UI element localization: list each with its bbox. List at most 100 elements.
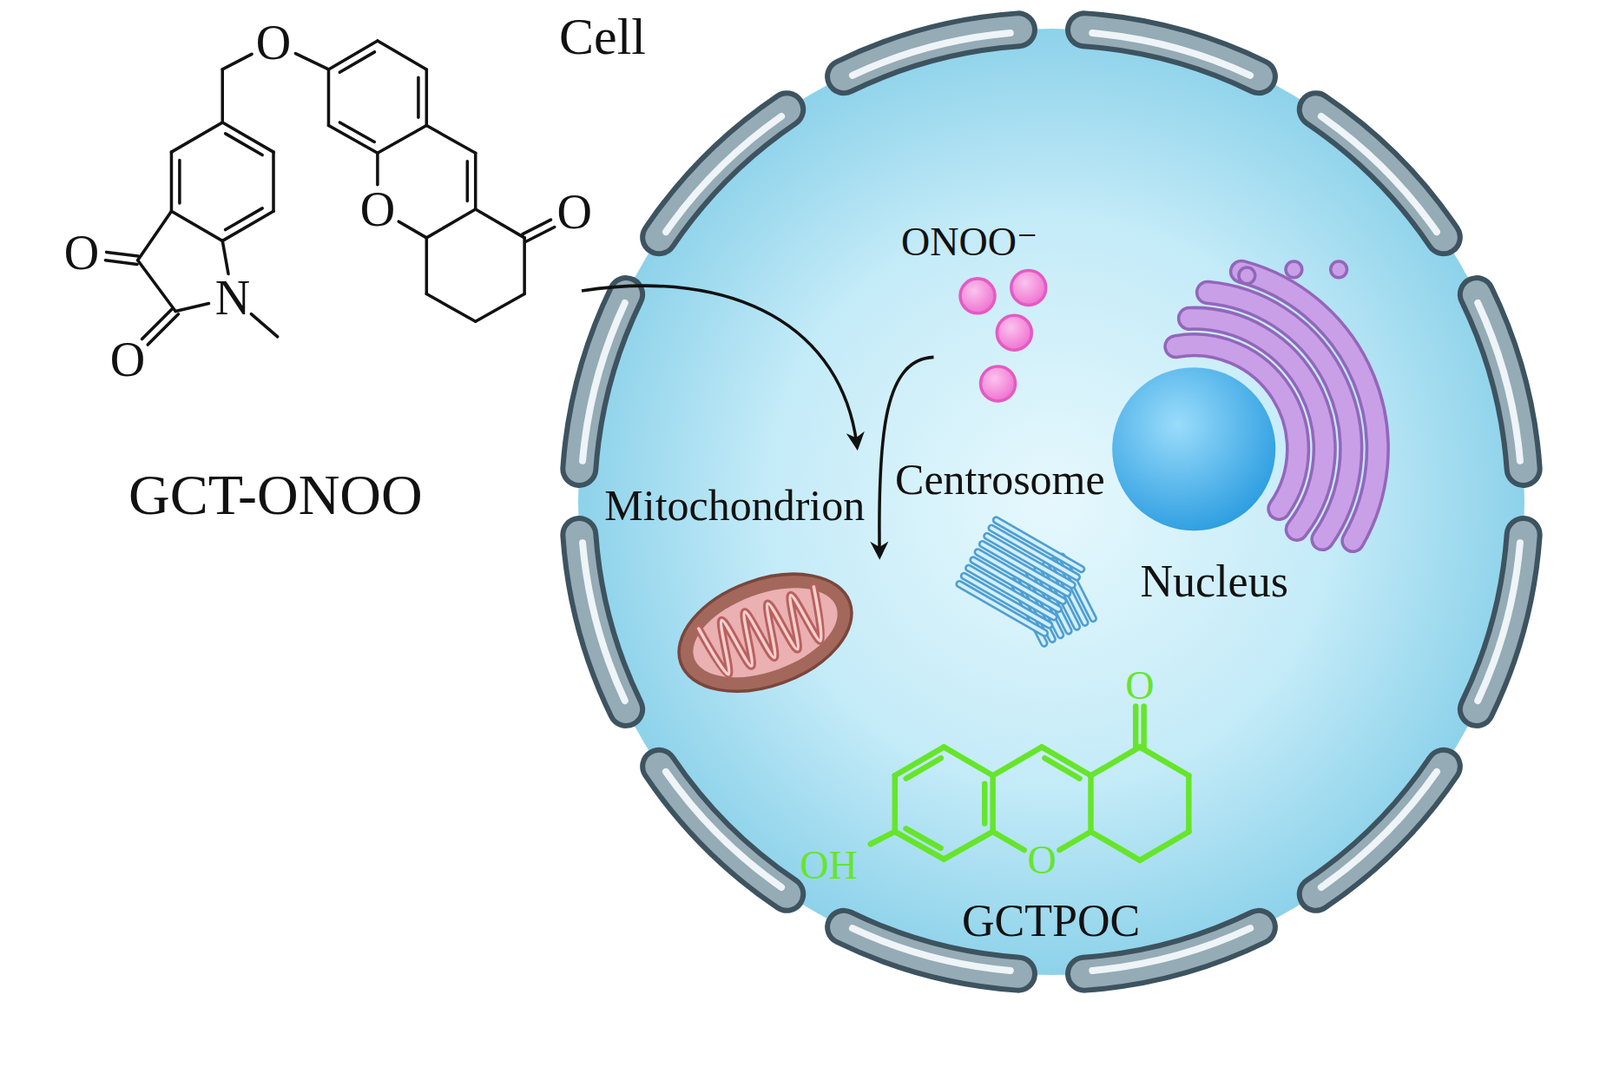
atom-label: N [215, 273, 251, 323]
bond [375, 152, 380, 185]
cell-label: Cell [559, 9, 646, 65]
membrane-segment [1316, 109, 1444, 238]
bond [466, 161, 470, 202]
peroxynitrite-dot [981, 366, 1016, 402]
analyte-label: ONOO⁻ [901, 222, 1038, 263]
atom-label: O [557, 187, 593, 237]
atom-label: O [256, 18, 291, 67]
membrane-segment-shine [665, 771, 782, 888]
bond [522, 237, 527, 295]
bond [271, 151, 276, 211]
organelle-label-box: Centrosome [895, 456, 1106, 503]
cristae [698, 586, 832, 679]
membrane-segment-shine [1477, 302, 1521, 461]
membrane-segment-body [579, 534, 626, 710]
membrane-segment [1084, 29, 1259, 77]
bond [475, 294, 525, 323]
bond [170, 151, 174, 211]
bond [1185, 775, 1192, 832]
bond [981, 783, 988, 824]
bond [222, 53, 252, 70]
bond [416, 77, 421, 118]
organelle-label-box: Nucleus [1140, 558, 1289, 606]
organelle-label-box: Mitochondrion [604, 482, 865, 529]
bond [147, 314, 178, 345]
membrane-segment-shine [1477, 542, 1521, 701]
bond [175, 303, 209, 312]
membrane-segment-shine [582, 302, 626, 461]
membrane-segment-body [1084, 29, 1259, 77]
bond [177, 160, 182, 204]
bond [426, 294, 475, 323]
bond [425, 69, 429, 126]
membrane-segment-shine [665, 116, 782, 232]
bond [339, 122, 375, 143]
bond [220, 69, 224, 123]
bond [989, 775, 995, 832]
membrane-segment-shine [1321, 771, 1437, 888]
bond [105, 260, 138, 265]
bond [398, 221, 427, 238]
membrane-segment-shine [582, 542, 626, 701]
gct-onoo-structure [105, 40, 554, 345]
er-vesicle [1238, 267, 1256, 284]
membrane-segment-body [843, 29, 1019, 77]
bond [475, 209, 525, 238]
atom-label: O [110, 335, 145, 384]
bond [1132, 705, 1139, 747]
atom-label: O [360, 184, 396, 234]
membrane-segment [579, 534, 626, 710]
atom-label: O [1027, 840, 1056, 881]
bond [295, 53, 329, 70]
membrane-segment-shine [1321, 116, 1437, 232]
atom-label: O [1125, 665, 1154, 706]
bond [327, 69, 331, 126]
membrane-segment-body [1476, 294, 1524, 469]
bond [250, 314, 277, 337]
membrane-segment [1476, 534, 1524, 710]
peroxynitrite-dot [960, 278, 995, 314]
bond [225, 133, 264, 156]
bond [222, 240, 229, 274]
bond [377, 40, 427, 70]
compound-name: GCT-ONOO [128, 466, 423, 524]
bond [339, 52, 375, 73]
membrane-segment-shine [1092, 32, 1251, 76]
bond [171, 210, 223, 241]
bond [138, 260, 176, 312]
membrane-segment-body [658, 766, 787, 895]
cytoplasm [578, 28, 1525, 975]
compound-name: GCTPOC [961, 898, 1140, 944]
bond [138, 210, 172, 260]
organelle-label-box: Endoplasmic Reticulum [1068, 152, 1330, 248]
organelle-label: Nucleus [1140, 558, 1289, 606]
bond [474, 152, 478, 210]
membrane-segment-body [1316, 109, 1444, 238]
membrane-segment-body [658, 109, 787, 238]
bond [225, 208, 264, 231]
membrane-segment-body [1476, 534, 1524, 710]
membrane-segment [658, 109, 787, 238]
bond [377, 125, 427, 154]
organelle-label: Centrosome [895, 456, 1106, 503]
bond [522, 219, 551, 235]
bond [106, 251, 139, 257]
bond [425, 237, 429, 295]
membrane-segment [1476, 294, 1524, 469]
membrane-segment-body [1316, 766, 1444, 895]
bond [426, 125, 475, 154]
membrane-segment [843, 29, 1019, 77]
er-vesicle [1330, 261, 1348, 278]
atom-label: OH [799, 845, 857, 886]
peroxynitrite-dot [996, 315, 1032, 350]
membrane-segment-shine [852, 32, 1011, 76]
bond [171, 122, 223, 152]
bond [892, 775, 898, 832]
cristae-highlight [698, 586, 832, 679]
nucleus-circle [1112, 367, 1276, 531]
membrane-segment [658, 766, 787, 895]
bond [1087, 775, 1094, 832]
bond [1140, 705, 1146, 747]
